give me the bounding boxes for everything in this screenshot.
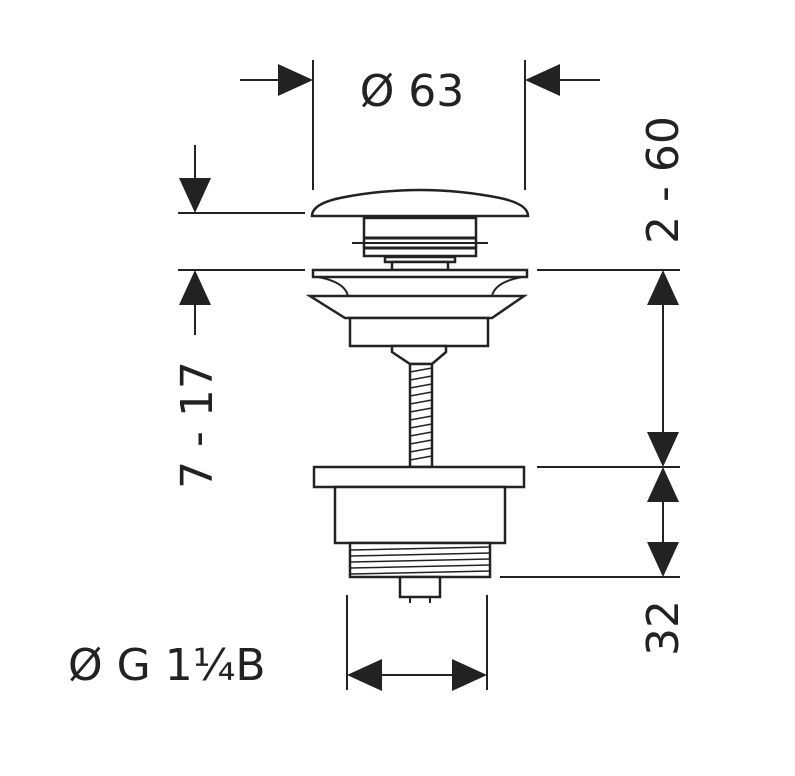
arrow-up-icon xyxy=(647,270,679,305)
thread-size-label: Ø G 1¼B xyxy=(68,640,266,691)
dimension-cap-diameter: Ø 63 xyxy=(240,60,600,190)
arrow-right-icon xyxy=(452,659,487,691)
valve-body xyxy=(333,485,507,545)
arrow-down-icon xyxy=(647,542,679,577)
arrow-up-icon xyxy=(179,270,211,305)
arrow-right-icon xyxy=(278,64,313,96)
arrow-up-icon xyxy=(647,467,679,502)
arrow-left-icon xyxy=(347,659,382,691)
arrow-down-icon xyxy=(647,432,679,467)
arrow-left-icon xyxy=(525,64,560,96)
right-height-label: 2 - 60 xyxy=(638,116,689,244)
drain-valve xyxy=(305,188,530,603)
dimension-right: 2 - 60 32 xyxy=(500,116,689,656)
flange xyxy=(305,294,529,320)
valve-cap xyxy=(310,188,530,218)
dimension-left-height: 7 - 17 xyxy=(172,145,305,489)
dimension-thread: Ø G 1¼B xyxy=(68,595,488,691)
body-plate xyxy=(312,465,526,489)
flange-top xyxy=(311,268,529,279)
body-height-label: 32 xyxy=(638,600,689,656)
cap-diameter-label: Ø 63 xyxy=(360,66,465,117)
left-height-label: 7 - 17 xyxy=(172,361,223,489)
arrow-down-icon xyxy=(179,178,211,213)
